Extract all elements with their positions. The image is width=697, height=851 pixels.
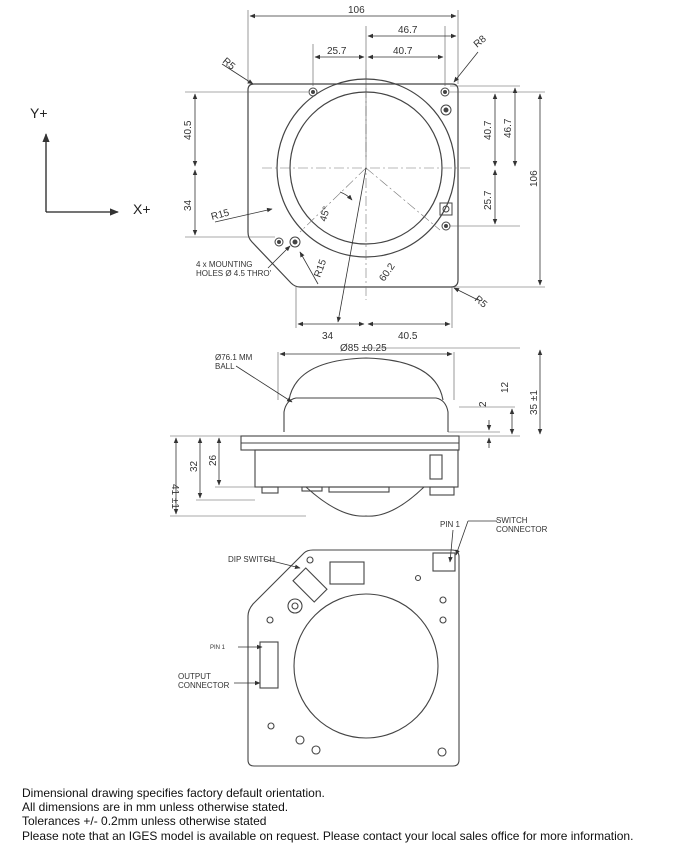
dim-26: 26 [208, 454, 219, 466]
dim-bottom-right: 40.5 [398, 331, 418, 342]
ball-note-line2: BALL [215, 362, 235, 371]
dim-chamfer-radius-2: R15 [312, 258, 329, 279]
dim-right-lower: 25.7 [483, 190, 494, 210]
dim-lower-height: 34 [183, 199, 194, 211]
dim-overall-height: 106 [529, 170, 540, 187]
bottom-view: PIN 1 SWITCH CONNECTOR DIP SWITCH PIN 1 … [178, 516, 548, 767]
dim-32: 32 [189, 460, 200, 472]
top-view-outline [247, 78, 459, 288]
dim-half-width: 46.7 [398, 25, 418, 36]
output-connector-line1: OUTPUT [178, 672, 211, 681]
dim-41: 41 ±1 [169, 484, 180, 509]
pin1-top-label: PIN 1 [440, 520, 461, 529]
axis-indicator [42, 133, 119, 216]
pcb-outline [247, 549, 460, 767]
dim-diameter: Ø85 ±0.25 [340, 343, 387, 354]
output-connector-line2: CONNECTOR [178, 681, 230, 690]
switch-connector-line2: CONNECTOR [496, 525, 548, 534]
dim-corner-radius-br: R5 [472, 294, 489, 311]
housing-body [254, 449, 459, 488]
extension-lines [185, 10, 545, 328]
ball-dome [288, 357, 444, 401]
top-view: 106 46.7 40.7 25.7 R8 R5 40.5 34 40.7 46… [183, 5, 545, 342]
dim-2: 2 [478, 401, 489, 407]
dim-12: 12 [500, 381, 511, 393]
dim-hole-offset-left: 25.7 [327, 46, 347, 57]
dim-right-half: 46.7 [503, 118, 514, 138]
note-line: Please note that an IGES model is availa… [22, 828, 634, 843]
dim-diag-radius: 60.2 [377, 261, 397, 284]
dimension-lines [192, 13, 543, 327]
note-line: All dimensions are in mm unless otherwis… [22, 800, 289, 815]
dim-bottom-left: 34 [322, 331, 334, 342]
pin1-left-label: PIN 1 [210, 645, 226, 651]
dim-upper-height: 40.5 [183, 120, 194, 140]
dim-hole-spacing-x: 40.7 [393, 46, 413, 57]
mounting-note-line1: 4 x MOUNTING [196, 260, 252, 269]
mounting-note-line2: HOLES Ø 4.5 THRO' [196, 269, 272, 278]
ball-opening [293, 593, 439, 739]
dim-overall-width: 106 [348, 5, 365, 16]
switch-connector-line1: SWITCH [496, 516, 528, 525]
side-view: Ø85 ±0.25 2 12 35 ±1 41 ±1 32 26 Ø76.1 M… [169, 343, 543, 517]
dim-35: 35 ±1 [529, 390, 540, 415]
dim-corner-radius-tl: R5 [220, 56, 237, 73]
mounting-holes [274, 87, 453, 248]
dip-switch-label: DIP SWITCH [228, 555, 275, 564]
dim-angle: 45° [318, 205, 333, 222]
note-line: Dimensional drawing specifies factory de… [22, 786, 325, 800]
dim-corner-radius-tr: R8 [472, 33, 489, 50]
dim-right-upper: 40.7 [483, 120, 494, 140]
note-line: Tolerances +/- 0.2mm unless otherwise st… [22, 814, 267, 829]
x-axis-label: X+ [133, 201, 151, 217]
drawing-notes: Dimensional drawing specifies factory de… [22, 786, 682, 843]
ball-note-line1: Ø76.1 MM [215, 353, 253, 362]
dim-chamfer-radius-1: R15 [210, 207, 231, 222]
y-axis-label: Y+ [30, 105, 48, 121]
